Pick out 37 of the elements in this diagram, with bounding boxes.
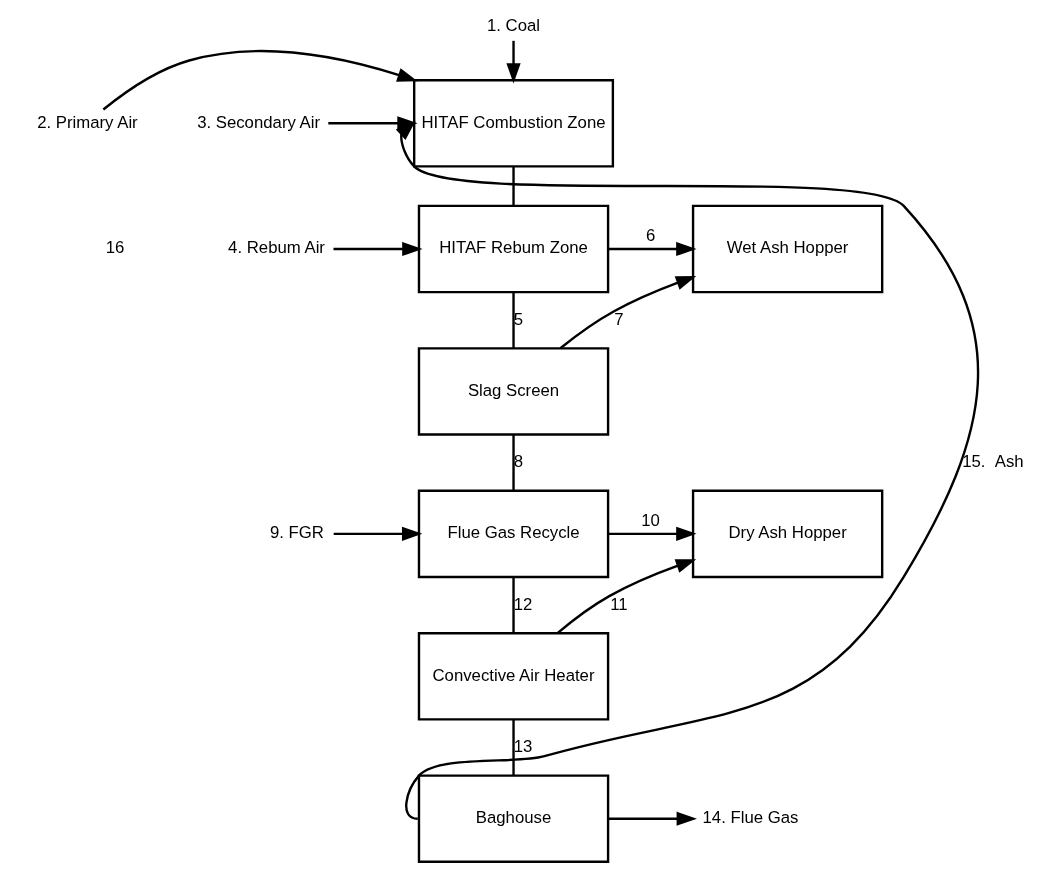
node-text: 9. FGR [269, 523, 324, 543]
arrow [333, 241, 423, 257]
edge-label: 13 [513, 736, 532, 756]
arrow [607, 526, 697, 541]
node-box: Flue Gas Recycle [417, 489, 609, 579]
arrow [556, 559, 696, 634]
edge-label: 10 [640, 510, 660, 530]
node-text: 3. Secondary Air [196, 112, 320, 132]
node-text: 14. Flue Gas [702, 808, 798, 828]
edge-label: 11 [609, 594, 628, 614]
node-box: Slag Screen [417, 347, 609, 436]
edge-label: 12 [513, 594, 532, 614]
node-box: Dry Ash Hopper [691, 489, 883, 579]
connector [511, 434, 515, 491]
node-box: Convective Air Heater [417, 632, 609, 721]
node-box: HITAF Combustion Zone [412, 79, 614, 168]
label: 16 [105, 238, 124, 258]
edge-label: 15. Ash [961, 452, 1024, 472]
node-text: 2. Primary Air [36, 112, 138, 132]
node-text: 4. Rebum Air [227, 238, 325, 258]
arrow [102, 50, 418, 111]
arrow [559, 276, 696, 350]
node-text: 1. Coal [486, 16, 540, 36]
connector [511, 719, 515, 776]
arrow [333, 526, 422, 541]
edge-label: 7 [613, 309, 624, 329]
arrow [607, 241, 697, 257]
connector [511, 166, 515, 206]
arrow [607, 811, 697, 826]
edge-label: 6 [645, 225, 655, 245]
node-box: Wet Ash Hopper [691, 204, 883, 294]
connector [511, 577, 515, 634]
connector [511, 292, 515, 349]
arrow [505, 40, 521, 84]
node-box: HITAF Rebum Zone [417, 204, 609, 294]
node-box: Baghouse [417, 774, 609, 863]
arrow [327, 116, 418, 131]
